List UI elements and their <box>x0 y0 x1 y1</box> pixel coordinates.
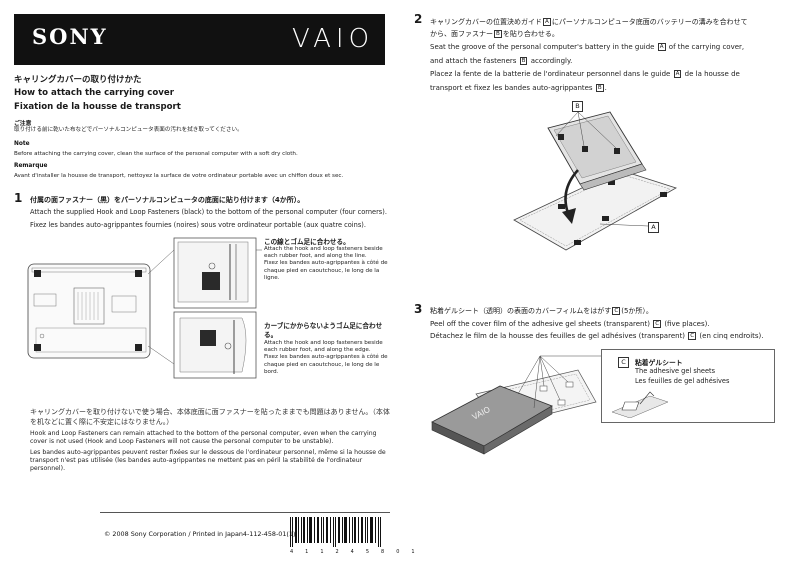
cover-attach-illustration <box>513 111 677 251</box>
caution-heading-fr: Remarque <box>14 163 48 169</box>
callout-1-en: Attach the hook and loop fasteners besid… <box>264 246 383 260</box>
step-1-jp: 付属の面ファスナー（黒）をパーソナルコンピュータの底面に貼り付けます（4か所）。 <box>30 196 305 204</box>
step-2-number: 2 <box>414 12 423 26</box>
gel-sheet-en: The adhesive gel sheets <box>635 367 716 375</box>
gel-sheet-jp: 粘着ゲルシート <box>635 359 683 367</box>
step-1-note-fr: Les bandes auto-agrippantes peuvent rest… <box>30 449 386 472</box>
caution-text-fr: Avant d'installer la housse de transport… <box>14 173 344 179</box>
gel-sheet-peel-illustration <box>611 391 669 418</box>
step-1-note-en: Hook and Loop Fasteners can remain attac… <box>30 430 377 445</box>
caution-heading-jp: ご注意 <box>14 121 32 127</box>
barcode <box>290 517 381 547</box>
header-bar <box>14 14 385 65</box>
step-1-number: 1 <box>14 191 23 205</box>
title-en: How to attach the carrying cover <box>14 88 174 98</box>
barcode-digits: 4 1 1 2 4 5 8 0 1 <box>290 549 420 555</box>
gel-sheet-illustration: VAIO <box>431 355 608 455</box>
footer-copyright: © 2008 Sony Corporation / Printed in Jap… <box>104 530 296 538</box>
sony-logo: SONY <box>32 24 108 49</box>
gel-sheet-callout-box: C 粘着ゲルシート The adhesive gel sheets Les fe… <box>601 349 775 423</box>
callout-2-en: Attach the hook and loop fasteners besid… <box>264 340 383 354</box>
step-1-fr: Fixez les bandes auto-agrippantes fourni… <box>30 221 366 229</box>
tag-b: B <box>572 101 583 112</box>
vaio-logo: VAIO <box>292 24 375 54</box>
step-2-text: Seat the groove of the personal computer… <box>430 43 745 92</box>
laptop-bottom-illustration <box>27 237 262 379</box>
caution-text-jp: 取り付ける前に乾いた布などでパーソナルコンピュータ表面の汚れを拭き取ってください… <box>14 127 243 133</box>
callout-2-jp: カーブにかからないようゴム足に合わせる。 <box>264 322 383 339</box>
caution-heading-en: Note <box>14 141 30 147</box>
tag-c: C <box>618 357 629 368</box>
callout-1-jp: この線とゴム足に合わせる。 <box>264 238 350 246</box>
footer-rule <box>100 512 390 513</box>
callout-1-fr: Fixez les bandes auto-agrippantes à côté… <box>264 260 388 281</box>
title-jp: キャリングカバーの取り付けかた <box>14 75 142 85</box>
callout-2-fr: Fixez les bandes auto-agrippantes à côté… <box>264 354 388 375</box>
step-1-note-jp: キャリングカバーを取り付けないで使う場合、本体底面に面ファスナーを貼ったままでも… <box>30 408 390 426</box>
gel-sheet-fr: Les feuilles de gel adhésives <box>635 377 730 385</box>
step-3-text: Peel off the cover film of the adhesive … <box>430 320 764 340</box>
step-3-number: 3 <box>414 302 423 316</box>
caution-text-en: Before attaching the carrying cover, cle… <box>14 151 298 157</box>
tag-a: A <box>648 222 659 233</box>
step-1-en: Attach the supplied Hook and Loop Fasten… <box>30 208 387 216</box>
title-fr: Fixation de la housse de transport <box>14 102 181 112</box>
